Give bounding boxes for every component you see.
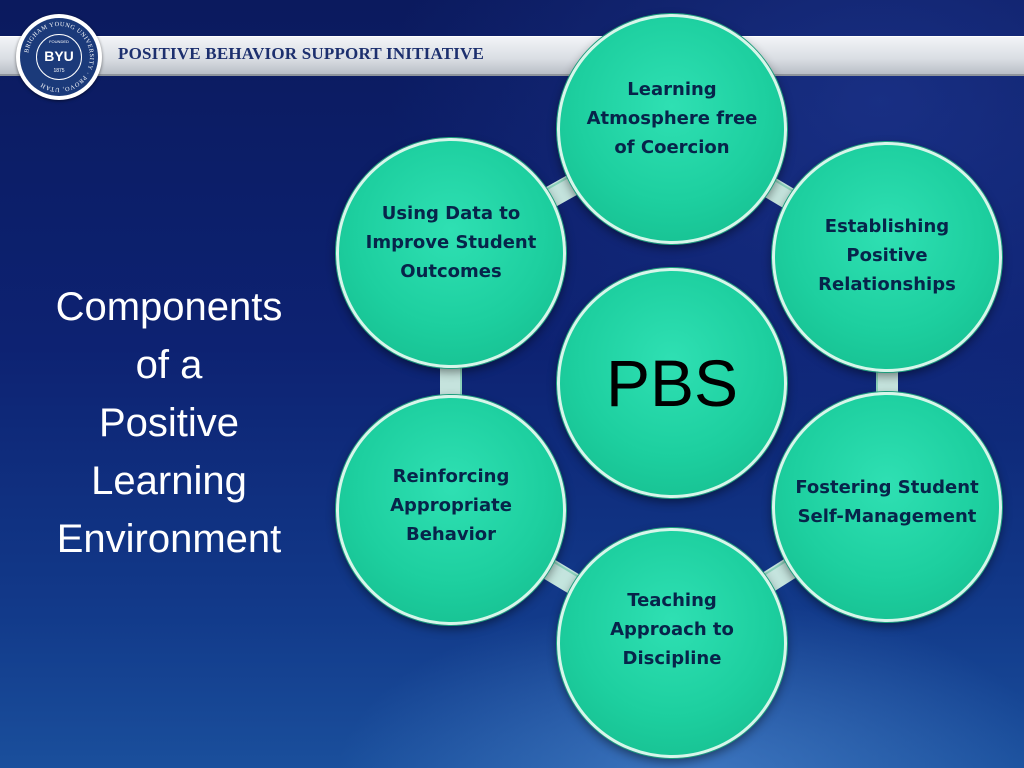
node-label: Reinforcing Appropriate Behavior: [390, 465, 512, 545]
seal-byu: BYU: [44, 48, 74, 64]
heading-line: Positive: [98, 401, 240, 445]
heading-line: of a: [135, 343, 203, 387]
heading-line: Components: [55, 285, 283, 329]
node-label: Fostering Student Self-Management: [795, 477, 979, 527]
node-label: Establishing Positive Relationships: [818, 215, 956, 295]
node-learning-atmosphere: Learning Atmosphere free of Coercion: [557, 14, 787, 244]
seal-founded: FOUNDED: [49, 39, 69, 44]
header-title: POSITIVE BEHAVIOR SUPPORT INITIATIVE: [118, 44, 485, 63]
node-label: Teaching Approach to Discipline: [610, 589, 734, 669]
heading-line: Learning: [91, 459, 247, 503]
node-teaching-discipline: Teaching Approach to Discipline: [557, 528, 787, 758]
node-label: Learning Atmosphere free of Coercion: [586, 78, 758, 158]
seal-year: 1875: [53, 68, 65, 74]
center-label: PBS: [605, 346, 739, 420]
node-using-data: Using Data to Improve Student Outcomes: [336, 138, 566, 368]
byu-seal-inner: BRIGHAM YOUNG UNIVERSITY · PROVO, UTAH F…: [20, 18, 98, 96]
node-label: Using Data to Improve Student Outcomes: [365, 202, 537, 282]
header-band: [0, 36, 1024, 76]
node-pbs-center: PBS: [557, 268, 787, 498]
slide-heading: Components of a Positive Learning Enviro…: [24, 278, 314, 568]
node-self-management: Fostering Student Self-Management: [772, 392, 1002, 622]
node-reinforcing-behavior: Reinforcing Appropriate Behavior: [336, 395, 566, 625]
seal-inner-ring: [36, 34, 82, 80]
node-positive-relationships: Establishing Positive Relationships: [772, 142, 1002, 372]
heading-line: Environment: [56, 517, 282, 561]
byu-seal-logo: BRIGHAM YOUNG UNIVERSITY · PROVO, UTAH F…: [16, 14, 102, 100]
